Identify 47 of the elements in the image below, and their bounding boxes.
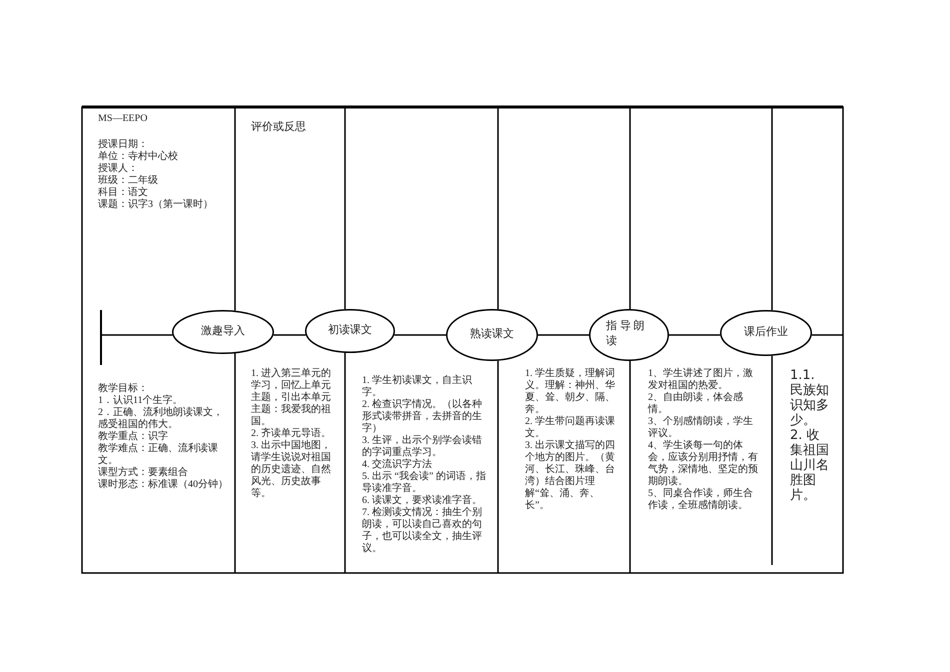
- timeline-line: [101, 334, 172, 336]
- cell-text: 课时形态：标准课（40分钟）: [98, 479, 228, 491]
- cell-text: 4. 交流识字方法: [362, 459, 433, 470]
- timeline-line: [274, 334, 306, 336]
- cell-text: 班级：二年级: [98, 175, 159, 186]
- cell-text: 授课日期：: [98, 139, 149, 150]
- cell-text: 授课人：: [98, 163, 139, 174]
- cell-text: 1. 学生质疑，理解词义。理解：神州、华夏、耸、朝夕、隔、奔。: [525, 368, 616, 416]
- cell-text: 课题：识字3（第一课时）: [98, 199, 214, 211]
- cell-text: 教学目标：: [98, 383, 149, 395]
- cell-text: 1. 学生初读课文，自主识字。: [362, 375, 473, 398]
- stage-ellipse: 初读课文: [305, 309, 395, 353]
- cell-text: 教学重点：识字: [98, 431, 169, 442]
- timeline-line: [394, 334, 446, 336]
- cell-text: 3. 出示中国地图，请学生说说对祖国的历史遗迹、自然风光、历史故事等。: [251, 440, 332, 500]
- stage-ellipse: 激趣导入: [172, 310, 274, 354]
- cell-text: 4、学生谈每一句的体会，应该分别用抒情，有气势，深情地、坚定的预期朗读。: [648, 440, 759, 488]
- cell-text: 教学难点：正确、流利读课文。: [98, 443, 219, 466]
- timeline-line: [669, 334, 720, 336]
- cell-text: 7. 检测读文情况：抽生个别朗读，可以读自己喜欢的句子，也可以读全文，抽生评议。: [362, 507, 483, 555]
- stage-ellipse: 指 导 朗读: [589, 309, 669, 361]
- cell-text: 2．正确、流利地朗读课文，感受祖国的伟大。: [98, 407, 224, 430]
- column-heading: 评价或反思: [251, 121, 307, 133]
- cell-text: 2. 检查识字情况。（以各种形式读带拼音，去拼音的生字）: [362, 399, 483, 434]
- cell-text: 1. 进入第三单元的学习，回忆上单元主题，引出本单元主题：我爱我的祖国。: [251, 368, 332, 428]
- stage-ellipse: 课后作业: [720, 310, 812, 356]
- timeline-line: [812, 334, 843, 336]
- cell-text: 6. 读课文，要求读准字音。: [362, 495, 483, 506]
- cell-text: 1.1. 民族知识知多少。: [790, 368, 830, 428]
- timeline-line: [538, 334, 589, 336]
- cell-text: 2. 收集祖国山川名胜图片。: [790, 428, 830, 503]
- cell-text: 1、学生讲述了图片，激发对祖国的热爱。: [648, 368, 754, 392]
- cell-text: 3. 生评，出示个别学会读错的字词重点学习。: [362, 435, 483, 458]
- stage-ellipse: 熟读课文: [446, 309, 538, 361]
- cell-text: 5. 出示 “我会读” 的词语，指导读准字音。: [362, 471, 487, 494]
- cell-text: 3. 出示课文描写的四个地方的图片。（黄河、长江、珠峰、台湾）结合图片理解“耸、涌、奔、长”。: [525, 440, 616, 512]
- cell-text: 2. 齐读单元导语。: [251, 428, 332, 440]
- cell-text: 单位：寺村中心校: [98, 151, 179, 163]
- cell-text: 课型方式：要素组合: [98, 467, 189, 478]
- cell-text: 1．认识11个生字。: [98, 395, 184, 406]
- timeline-start-bar: [100, 310, 102, 365]
- cell-text: MS—EEPO: [98, 113, 148, 125]
- cell-text: 科目：语文: [98, 187, 149, 198]
- cell-text: 3、个别感情朗读，学生评议。: [648, 416, 754, 440]
- cell-text: 5、同桌合作读，师生合作读，全班感情朗读。: [648, 488, 754, 512]
- cell-text: 2. 学生带问题再读课文。: [525, 416, 616, 440]
- cell-text: 2、自由朗读，体会感情。: [648, 392, 744, 416]
